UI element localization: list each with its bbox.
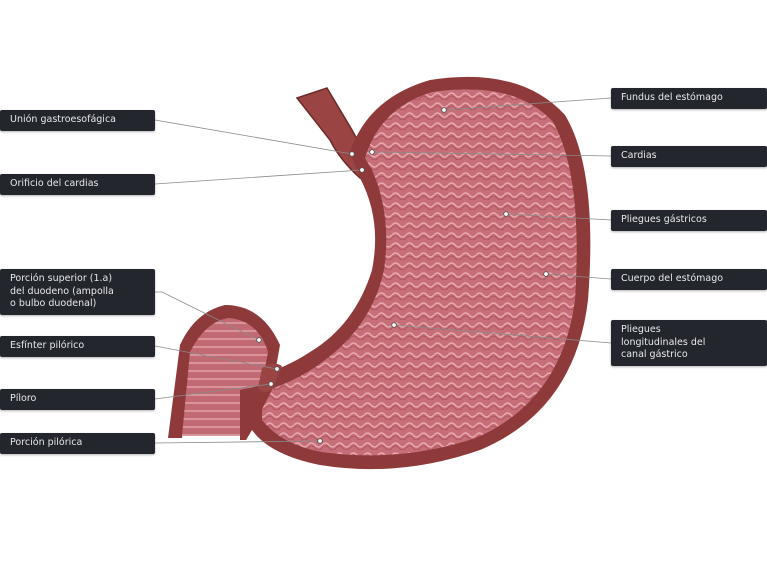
label-pliegues-longitudinales: Pliegues longitudinales del canal gástri… xyxy=(611,320,767,366)
dot-pliegues-longitudinales xyxy=(391,322,397,328)
dot-piloro xyxy=(268,381,274,387)
label-porcion-superior-duodeno: Porción superior (1.a) del duodeno (ampo… xyxy=(0,269,155,315)
label-union-gastroesofagica: Unión gastroesofágica xyxy=(0,110,155,131)
dot-fundus xyxy=(441,107,447,113)
leader-union xyxy=(154,119,353,155)
leader-cardias xyxy=(371,151,612,157)
leader-porcion-superior xyxy=(155,291,260,341)
leader-porcion-pilorica xyxy=(154,440,321,444)
label-cardias: Cardias xyxy=(611,146,767,167)
dot-porcion-superior xyxy=(256,337,262,343)
label-cuerpo: Cuerpo del estómago xyxy=(611,269,767,290)
leader-orificio xyxy=(154,169,363,185)
leader-cuerpo xyxy=(545,273,612,280)
label-orificio-cardias: Orificio del cardias xyxy=(0,174,155,195)
leader-piloro xyxy=(154,383,272,400)
label-fundus: Fundus del estómago xyxy=(611,88,767,109)
leader-esfinter xyxy=(154,345,278,370)
dot-esfinter xyxy=(274,366,280,372)
leader-pliegues-longitudinales xyxy=(393,324,612,344)
dot-pliegues-gastricos xyxy=(503,211,509,217)
dot-cuerpo xyxy=(543,271,549,277)
dot-union xyxy=(349,151,355,157)
label-piloro: Píloro xyxy=(0,389,155,410)
label-pliegues-gastricos: Pliegues gástricos xyxy=(611,210,767,231)
duodenum-inner xyxy=(182,318,268,436)
label-porcion-pilorica: Porción pilórica xyxy=(0,433,155,454)
dot-cardias xyxy=(369,149,375,155)
leader-fundus xyxy=(443,97,612,111)
pointer-dots xyxy=(256,107,549,444)
dot-porcion-pilorica xyxy=(317,438,323,444)
stomach-mucosa xyxy=(262,89,577,456)
leader-pliegues-gastricos xyxy=(505,213,612,221)
dot-orificio xyxy=(359,167,365,173)
label-esfinter-pilorico: Esfínter pilórico xyxy=(0,336,155,357)
leader-lines xyxy=(154,97,612,444)
